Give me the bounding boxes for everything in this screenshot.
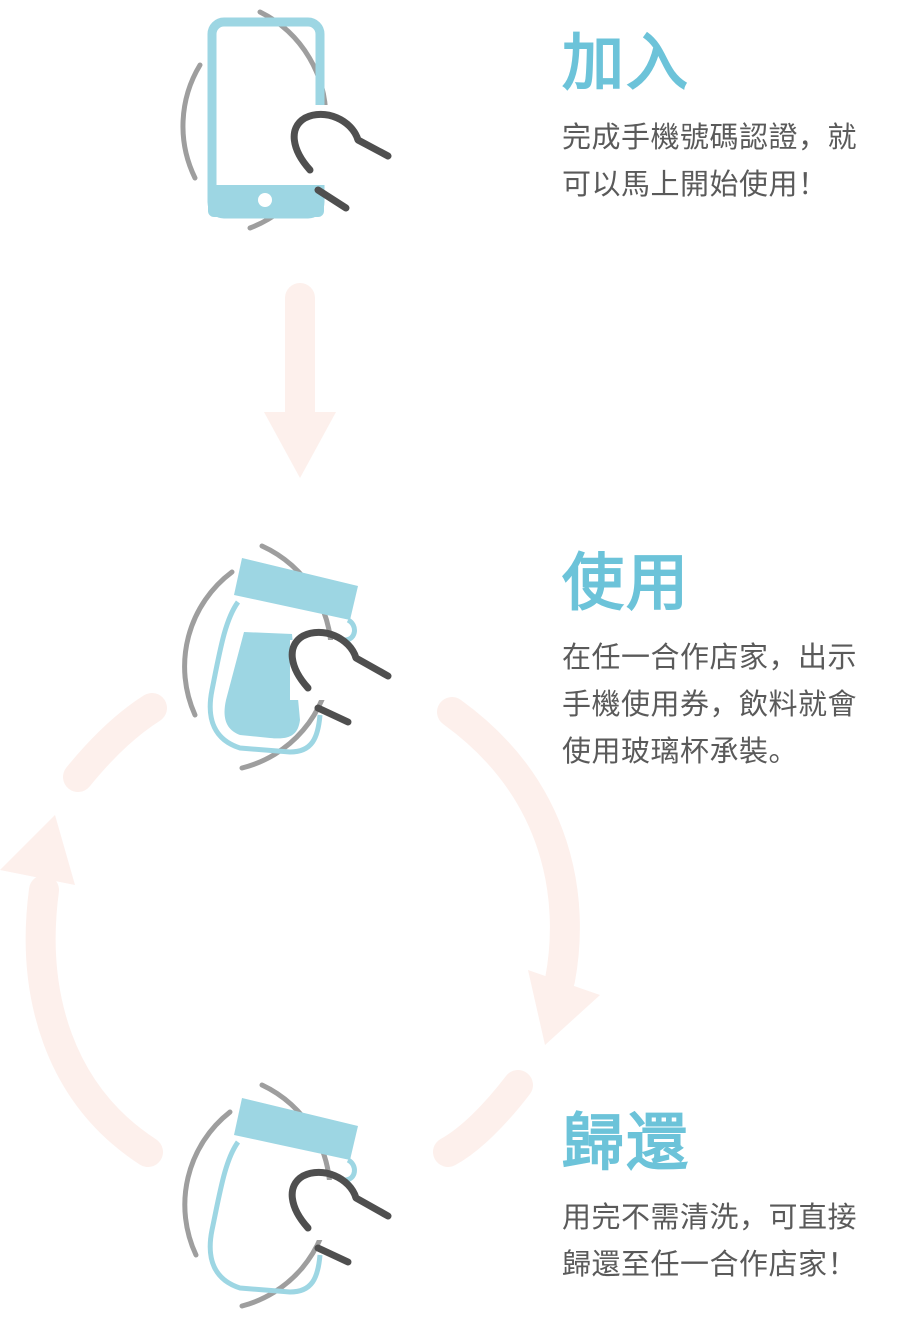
step-description-line: 用完不需清洗，可直接 — [562, 1200, 858, 1234]
step-return: 歸還 用完不需清洗，可直接歸還至任一合作店家！ — [562, 1112, 914, 1288]
step-description-line: 使用玻璃杯承裝。 — [562, 734, 799, 768]
step-description: 在任一合作店家，出示手機使用券，飲料就會使用玻璃杯承裝。 — [562, 634, 914, 775]
step-join: 加入 完成手機號碼認證，就可以馬上開始使用！ — [562, 32, 914, 208]
step-title: 加入 — [562, 26, 691, 99]
step-title: 歸還 — [562, 1106, 691, 1179]
step-description-line: 歸還至任一合作店家！ — [562, 1247, 858, 1281]
cycle-arrowhead-left — [0, 815, 75, 885]
step-description-line: 完成手機號碼認證，就 — [562, 120, 858, 154]
cycle-arrow-icon — [25, 693, 580, 1167]
step-description-line: 可以馬上開始使用！ — [562, 167, 828, 201]
step-use: 使用 在任一合作店家，出示手機使用券，飲料就會使用玻璃杯承裝。 — [562, 552, 914, 775]
empty-jar-icon — [182, 1082, 392, 1309]
step-description-line: 手機使用券，飲料就會 — [562, 687, 858, 721]
step-description: 完成手機號碼認證，就可以馬上開始使用！ — [562, 114, 914, 208]
step-description: 用完不需清洗，可直接歸還至任一合作店家！ — [562, 1194, 914, 1288]
step-title: 使用 — [562, 546, 691, 619]
phone-tap-icon — [180, 9, 392, 231]
step-description-line: 在任一合作店家，出示 — [562, 640, 858, 674]
cycle-arrowhead-right — [528, 970, 600, 1045]
filled-jar-icon — [182, 543, 392, 771]
down-arrow-icon — [264, 283, 336, 478]
